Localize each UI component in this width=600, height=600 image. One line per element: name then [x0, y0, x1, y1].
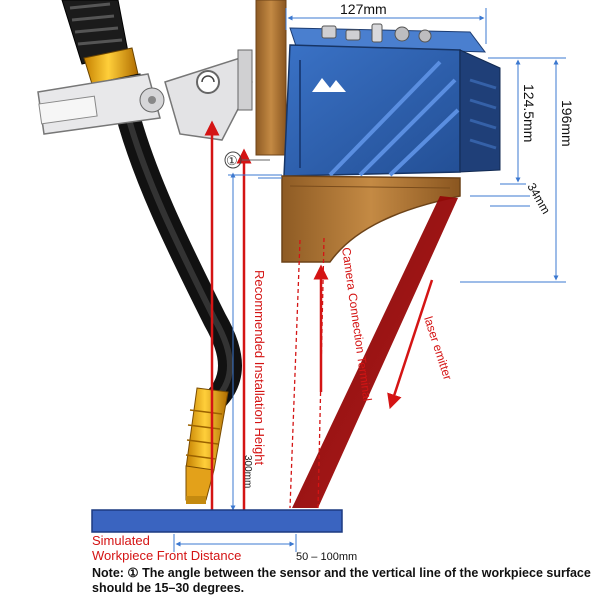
installation-note: Note: ① The angle between the sensor and…: [92, 566, 591, 595]
laser-emitter-label: laser emitter: [421, 315, 455, 382]
workpiece-label-line1: Simulated: [92, 533, 150, 548]
mounting-clamp: [37, 49, 253, 141]
laser-beam: [292, 196, 458, 508]
camera-fov-line-left: [289, 239, 301, 509]
total-height-dimension-label: 196mm: [559, 100, 575, 147]
front-distance-label: 50 – 100mm: [296, 551, 357, 563]
bracket-height-dimension-label: 34mm: [524, 181, 553, 217]
mounting-plate: [255, 0, 287, 156]
body-height-dimension-label: 124.5mm: [521, 84, 537, 142]
brand-logo-icon: [312, 78, 346, 92]
sensor-lower-bracket: [281, 175, 461, 263]
simulated-workpiece: [91, 509, 343, 533]
sensor-front-face: [283, 44, 461, 177]
angle-marker-label: ①: [226, 153, 238, 168]
welding-torch: [61, 0, 242, 504]
recommended-height-label: Recommended Installation Height: [252, 270, 267, 465]
width-dimension-label: 127mm: [340, 1, 387, 17]
laser-arrow: [387, 279, 434, 410]
workpiece-label-line2: Workpiece Front Distance: [92, 548, 241, 563]
angle-marker: [224, 151, 242, 169]
torch-nozzle: [185, 465, 215, 501]
laser-sensor: [281, 23, 501, 263]
connector-ports: [321, 23, 432, 43]
installation-height-value: 300mm: [242, 455, 253, 488]
